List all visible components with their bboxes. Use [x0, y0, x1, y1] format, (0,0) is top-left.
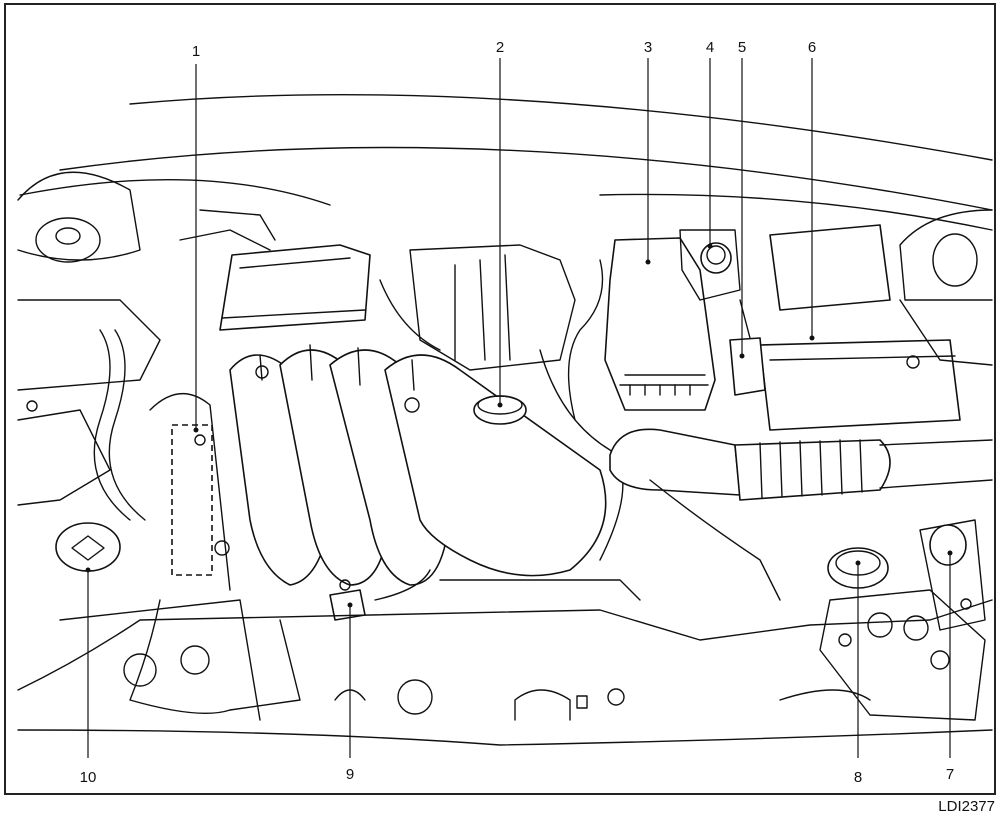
callout-2: 2 — [496, 39, 504, 56]
coolant-reservoir-cap — [919, 519, 986, 631]
strut-tower-right — [899, 209, 993, 301]
callout-6: 6 — [808, 39, 816, 56]
leader-lines — [85, 58, 953, 758]
battery — [759, 224, 993, 431]
callout-7: 7 — [946, 766, 954, 783]
figure-code: LDI2377 — [938, 798, 995, 815]
intake-duct — [609, 428, 993, 501]
intake-manifold — [229, 344, 607, 586]
callout-1: 1 — [192, 43, 200, 60]
callout-9: 9 — [346, 766, 354, 783]
callout-5: 5 — [738, 39, 746, 56]
callout-10: 10 — [80, 769, 97, 786]
callout-4: 4 — [706, 39, 714, 56]
radiator-support — [17, 589, 993, 746]
relay-block — [729, 299, 766, 396]
strut-tower-left — [17, 171, 161, 506]
callout-3: 3 — [644, 39, 652, 56]
hoses — [93, 259, 781, 715]
air-cleaner-housing — [604, 237, 716, 411]
dipstick — [329, 579, 366, 621]
throttle-area — [379, 244, 624, 561]
callout-labels: 1 2 3 4 5 6 7 8 9 10 — [80, 39, 955, 786]
brake-fluid-reservoir — [679, 229, 741, 301]
callout-8: 8 — [854, 769, 862, 786]
washer-fluid-cap — [55, 522, 121, 572]
hood-outline — [19, 93, 993, 231]
dipstick-dashed-box — [149, 392, 231, 591]
fuse-box — [179, 209, 371, 331]
